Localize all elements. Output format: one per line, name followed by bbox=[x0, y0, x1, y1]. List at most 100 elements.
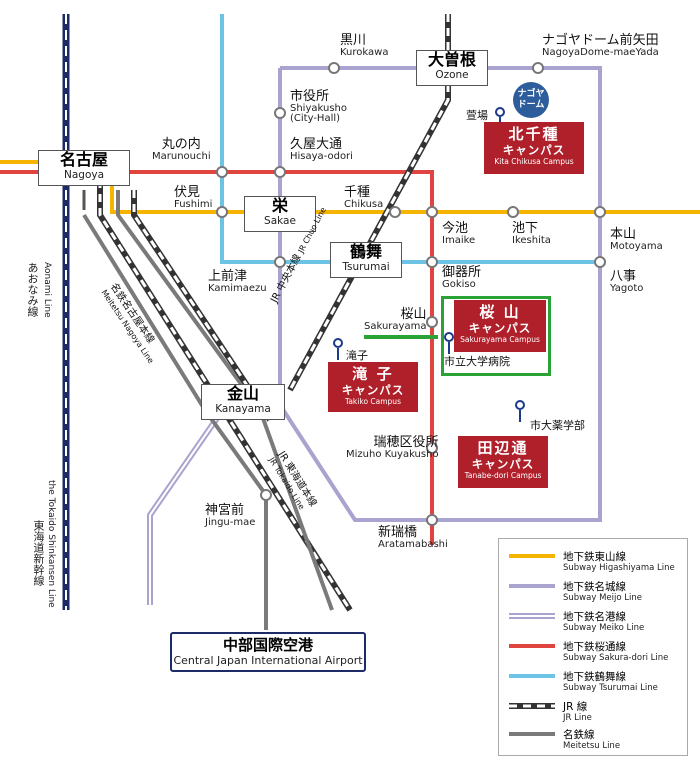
station-kurokawa-jp: 黒川 bbox=[340, 33, 367, 48]
campus-takiko-en: Takiko Campus bbox=[345, 397, 401, 406]
airport-box[interactable]: 中部国際空港 Central Japan International Airpo… bbox=[170, 632, 366, 672]
station-shiyakusho-en2: (City-Hall) bbox=[290, 113, 341, 125]
station-jingumae-en: Jingu-mae bbox=[205, 516, 256, 528]
legend-higashiyama-jp: 地下鉄東山線 bbox=[563, 551, 626, 563]
station-sakurayama-jp: 桜山 bbox=[400, 307, 427, 322]
station-jingumae-jp: 神宮前 bbox=[205, 503, 245, 518]
legend: 地下鉄東山線 Subway Higashiyama Line 地下鉄名城線 Su… bbox=[498, 538, 688, 756]
sakurayama-highlight-box bbox=[441, 296, 551, 376]
station-marker-kamimaezu[interactable] bbox=[274, 256, 286, 268]
campus-sakurayama-sub: キャンパス bbox=[468, 321, 532, 335]
station-sakae-jp: 栄 bbox=[271, 196, 288, 215]
station-fushimi-en: Fushimi bbox=[174, 198, 213, 210]
station-marker-imaike[interactable] bbox=[426, 206, 438, 218]
station-aratamabashi-en: Aratamabashi bbox=[378, 538, 448, 550]
station-box-nagoya[interactable]: 名古屋 Nagoya bbox=[38, 150, 130, 186]
legend-row-jr: JR 線 JR Line bbox=[507, 699, 687, 729]
station-tsurumai-en: Tsurumai bbox=[342, 261, 390, 273]
station-motoyama-en: Motoyama bbox=[610, 240, 663, 252]
station-box-sakae[interactable]: 栄 Sakae bbox=[244, 196, 316, 232]
station-marker-ikeshita[interactable] bbox=[507, 206, 519, 218]
station-yagoto-jp: 八事 bbox=[610, 269, 637, 284]
station-marker-nagoyadome[interactable] bbox=[532, 62, 544, 74]
pin-label-hagiba: 萱場 bbox=[466, 109, 488, 122]
legend-tsurumai-jp: 地下鉄鶴舞線 bbox=[563, 671, 626, 683]
station-mizuho-en: Mizuho Kuyakusho bbox=[346, 448, 439, 460]
station-marker-kurokawa[interactable] bbox=[328, 62, 340, 74]
campus-kitachikusa-en: Kita Chikusa Campus bbox=[494, 157, 574, 166]
pin-hospital bbox=[444, 332, 454, 354]
campus-takiko-sub: キャンパス bbox=[341, 383, 405, 397]
station-sakae-en: Sakae bbox=[264, 215, 296, 227]
station-marker-shiyakusho[interactable] bbox=[274, 107, 286, 119]
meitetsu-airport-line bbox=[82, 213, 268, 630]
station-marker-chikusa[interactable] bbox=[389, 206, 401, 218]
station-yagoto-en: Yagoto bbox=[610, 282, 644, 294]
campus-takiko[interactable]: 滝 子 キャンパス Takiko Campus bbox=[328, 362, 418, 412]
station-nagoya-en: Nagoya bbox=[63, 169, 105, 181]
station-kanayama-en: Kanayama bbox=[215, 403, 271, 415]
legend-row-meijo: 地下鉄名城線 Subway Meijo Line bbox=[507, 579, 687, 609]
station-kanayama-jp: 金山 bbox=[226, 384, 259, 403]
station-imaike-en: Imaike bbox=[442, 234, 476, 246]
legend-jr-jp: JR 線 bbox=[563, 701, 588, 713]
station-marker-aratamabashi[interactable] bbox=[426, 514, 438, 526]
campus-tanabedori[interactable]: 田辺通 キャンパス Tanabe-dori Campus bbox=[458, 436, 548, 488]
station-box-ozone[interactable]: 大曽根 Ozone bbox=[416, 50, 488, 86]
station-marker-jingumae[interactable] bbox=[260, 489, 272, 501]
station-mizuho-jp: 瑞穂区役所 bbox=[373, 435, 439, 450]
station-box-tsurumai[interactable]: 鶴舞 Tsurumai bbox=[330, 242, 402, 278]
station-marker-gokiso[interactable] bbox=[426, 256, 438, 268]
legend-sakuradori-jp: 地下鉄桜通線 bbox=[563, 641, 626, 653]
legend-sakuradori-en: Subway Sakura-dori Line bbox=[563, 653, 669, 663]
station-marker-mizuho[interactable] bbox=[426, 442, 438, 454]
legend-row-tsurumai: 地下鉄鶴舞線 Subway Tsurumai Line bbox=[507, 669, 687, 699]
pin-takiko bbox=[333, 338, 343, 360]
station-motoyama-jp: 本山 bbox=[610, 227, 637, 242]
line-label-aonami-en: Aonami Line bbox=[42, 262, 52, 318]
legend-meijo-jp: 地下鉄名城線 bbox=[563, 581, 626, 593]
station-nagoyadome-jp: ナゴヤドーム前矢田 bbox=[542, 33, 659, 48]
station-marker-sakurayama[interactable] bbox=[426, 316, 438, 328]
station-marunouchi-en: Marunouchi bbox=[152, 150, 211, 162]
campus-sakurayama[interactable]: 桜 山 キャンパス Sakurayama Campus bbox=[454, 300, 546, 352]
station-chikusa-en: Chikusa bbox=[344, 198, 384, 210]
station-ikeshita-jp: 池下 bbox=[512, 221, 539, 236]
pin-label-pharmacy: 市大薬学部 bbox=[530, 419, 585, 432]
station-marker-yagoto[interactable] bbox=[594, 256, 606, 268]
campus-kitachikusa[interactable]: 北千種 キャンパス Kita Chikusa Campus bbox=[484, 122, 584, 174]
station-shiyakusho-en: Shiyakusho bbox=[290, 102, 347, 114]
nagoya-dome-icon: ナゴヤドーム bbox=[513, 82, 549, 118]
airport-jp: 中部国際空港 bbox=[222, 636, 313, 654]
station-marker-hisaya[interactable] bbox=[274, 166, 286, 178]
station-marker-motoyama[interactable] bbox=[594, 206, 606, 218]
station-ozone-en: Ozone bbox=[435, 69, 469, 81]
station-aratamabashi-jp: 新瑞橋 bbox=[378, 525, 418, 540]
campus-tanabedori-sub: キャンパス bbox=[471, 457, 535, 471]
station-tsurumai-jp: 鶴舞 bbox=[349, 242, 382, 261]
line-label-shinkansen-jp: 東海道新幹線 bbox=[32, 520, 45, 586]
campus-takiko-name: 滝 子 bbox=[352, 365, 394, 383]
line-label-shinkansen-en: the Tokaido Shinkansen Line bbox=[46, 480, 56, 608]
dome-line1: ナゴヤ bbox=[517, 89, 545, 99]
station-box-kanayama[interactable]: 金山 Kanayama bbox=[201, 384, 285, 420]
legend-higashiyama-en: Subway Higashiyama Line bbox=[563, 563, 675, 573]
station-marker-marunouchi[interactable] bbox=[216, 166, 228, 178]
station-marker-fushimi[interactable] bbox=[216, 206, 228, 218]
legend-jr-en: JR Line bbox=[563, 713, 592, 723]
line-label-aonami-jp: あおなみ線 bbox=[26, 262, 39, 317]
station-nagoyadome-en: NagoyaDome-maeYada bbox=[542, 46, 659, 58]
pin-pharmacy bbox=[515, 400, 525, 422]
